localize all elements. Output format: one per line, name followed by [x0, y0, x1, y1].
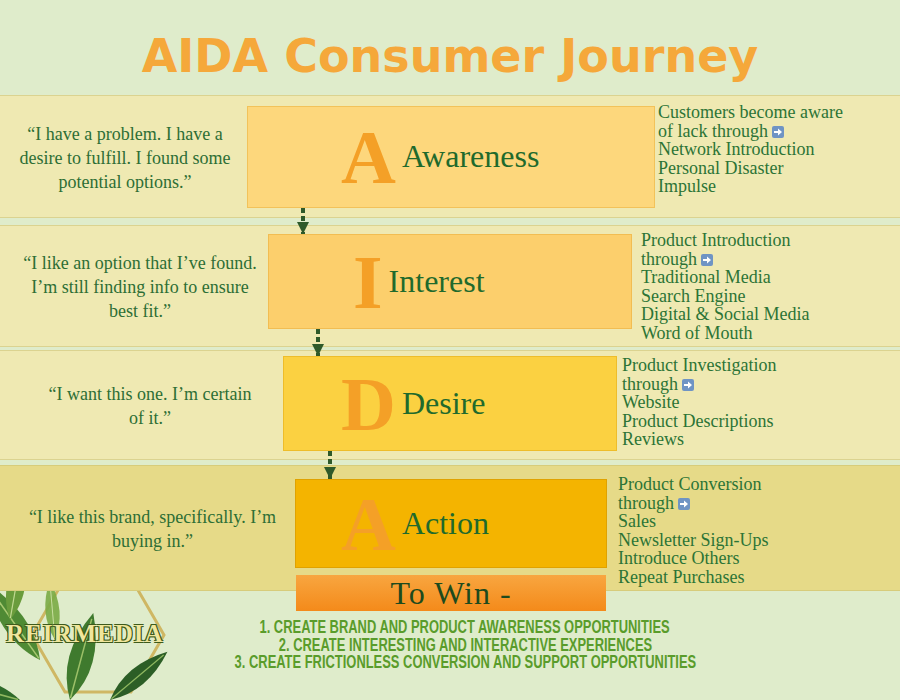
channel-item: Sales [618, 512, 803, 531]
arrow-icon [772, 126, 784, 138]
label-holder: 1. CREATE BRAND AND PRODUCT AWARENESS OP… [130, 617, 800, 637]
channel-row: Network Introduction [658, 140, 843, 159]
channel-row: Product Descriptions [622, 412, 807, 431]
channel-heading: Product Introduction through [641, 230, 790, 269]
arrow-icon [682, 379, 694, 391]
stage-letter: D [341, 366, 396, 442]
channel-item: Introduce Others [618, 549, 803, 568]
channel-item: Digital & Social Media [641, 305, 826, 324]
consumer-quote: “I like an option that I’ve found. I’m s… [15, 251, 265, 323]
stage-row: IInterest [269, 235, 631, 328]
stage-band: “I like this brand, specifically. I’m bu… [0, 465, 900, 591]
channel-heading-row: Product Conversion through [618, 475, 803, 512]
stage-band: “I like an option that I’ve found. I’m s… [0, 225, 900, 347]
stage-box: IInterest [268, 234, 632, 329]
consumer-quote: “I have a problem. I have a desire to fu… [10, 122, 240, 194]
channel-heading: Product Investigation through [622, 355, 776, 394]
channel-item: Traditional Media [641, 268, 826, 287]
stage-letter: A [341, 486, 396, 562]
label-holder: REIRMEDIA [6, 620, 176, 648]
channel-row: Search Engine [641, 287, 826, 306]
stage-name: Desire [402, 386, 486, 421]
channel-item: Website [622, 393, 807, 412]
channel-row: Repeat Purchases [618, 568, 803, 587]
channel-row: Sales [618, 512, 803, 531]
stage-box: AAwareness [247, 106, 655, 208]
channel-row: Word of Mouth [641, 324, 826, 343]
channel-item: Impulse [658, 177, 843, 196]
consumer-quote: “I like this brand, specifically. I’m bu… [20, 505, 285, 553]
channel-row: Traditional Media [641, 268, 826, 287]
channel-row: Newsletter Sign-Ups [618, 531, 803, 550]
stage-letter: A [341, 119, 396, 195]
channel-row: Website [622, 393, 807, 412]
goal-line: 1. CREATE BRAND AND PRODUCT AWARENESS OP… [260, 617, 670, 637]
stage-row: AAction [296, 480, 606, 567]
channel-list: Product Introduction throughTraditional … [641, 231, 826, 342]
quote-block: “I like an option that I’ve found. I’m s… [15, 251, 265, 323]
channel-item: Product Descriptions [622, 412, 807, 431]
channel-list: Product Conversion throughSalesNewslette… [618, 475, 803, 586]
stage-name: Interest [389, 264, 485, 299]
stage-row: AAwareness [248, 107, 654, 207]
channel-item: Network Introduction [658, 140, 843, 159]
channel-row: Digital & Social Media [641, 305, 826, 324]
quote-block: “I have a problem. I have a desire to fu… [10, 122, 240, 194]
stage-letter: I [353, 244, 383, 320]
arrow-icon [678, 498, 690, 510]
channel-item: Repeat Purchases [618, 568, 803, 587]
channel-item: Word of Mouth [641, 324, 826, 343]
channel-row: Introduce Others [618, 549, 803, 568]
quote-block: “I want this one. I’m certain of it.” [40, 382, 260, 430]
consumer-quote: “I want this one. I’m certain of it.” [40, 382, 260, 430]
stage-row: DDesire [284, 357, 616, 450]
channel-row: Personal Disaster [658, 159, 843, 178]
channel-item: Search Engine [641, 287, 826, 306]
logo-wordmark: REIRMEDIA [6, 620, 164, 648]
channel-row: Reviews [622, 430, 807, 449]
goal-line: 3. CREATE FRICTIONLESS CONVERSION AND SU… [234, 652, 696, 672]
diagram-title: AIDA Consumer Journey [0, 28, 900, 84]
stage-band: “I have a problem. I have a desire to fu… [0, 95, 900, 218]
stage-name: Action [402, 506, 489, 541]
channel-heading-row: Customers become aware of lack through [658, 103, 843, 140]
stage-name: Awareness [402, 139, 539, 174]
stage-box: DDesire [283, 356, 617, 451]
win-banner: To Win - [296, 575, 606, 611]
channel-list: Product Investigation throughWebsiteProd… [622, 356, 807, 449]
win-heading: To Win - [390, 576, 511, 610]
channel-heading-row: Product Investigation through [622, 356, 807, 393]
channel-item: Newsletter Sign-Ups [618, 531, 803, 550]
channel-row: Impulse [658, 177, 843, 196]
arrow-icon [701, 254, 713, 266]
channel-heading: Customers become aware of lack through [658, 102, 843, 141]
quote-block: “I like this brand, specifically. I’m bu… [20, 505, 285, 553]
channel-item: Personal Disaster [658, 159, 843, 178]
stage-box: AAction [295, 479, 607, 568]
label-holder: 3. CREATE FRICTIONLESS CONVERSION AND SU… [130, 652, 800, 672]
channel-heading-row: Product Introduction through [641, 231, 826, 268]
channel-item: Reviews [622, 430, 807, 449]
channel-list: Customers become aware of lack throughNe… [658, 103, 843, 196]
stage-band: “I want this one. I’m certain of it.” Pro… [0, 350, 900, 460]
